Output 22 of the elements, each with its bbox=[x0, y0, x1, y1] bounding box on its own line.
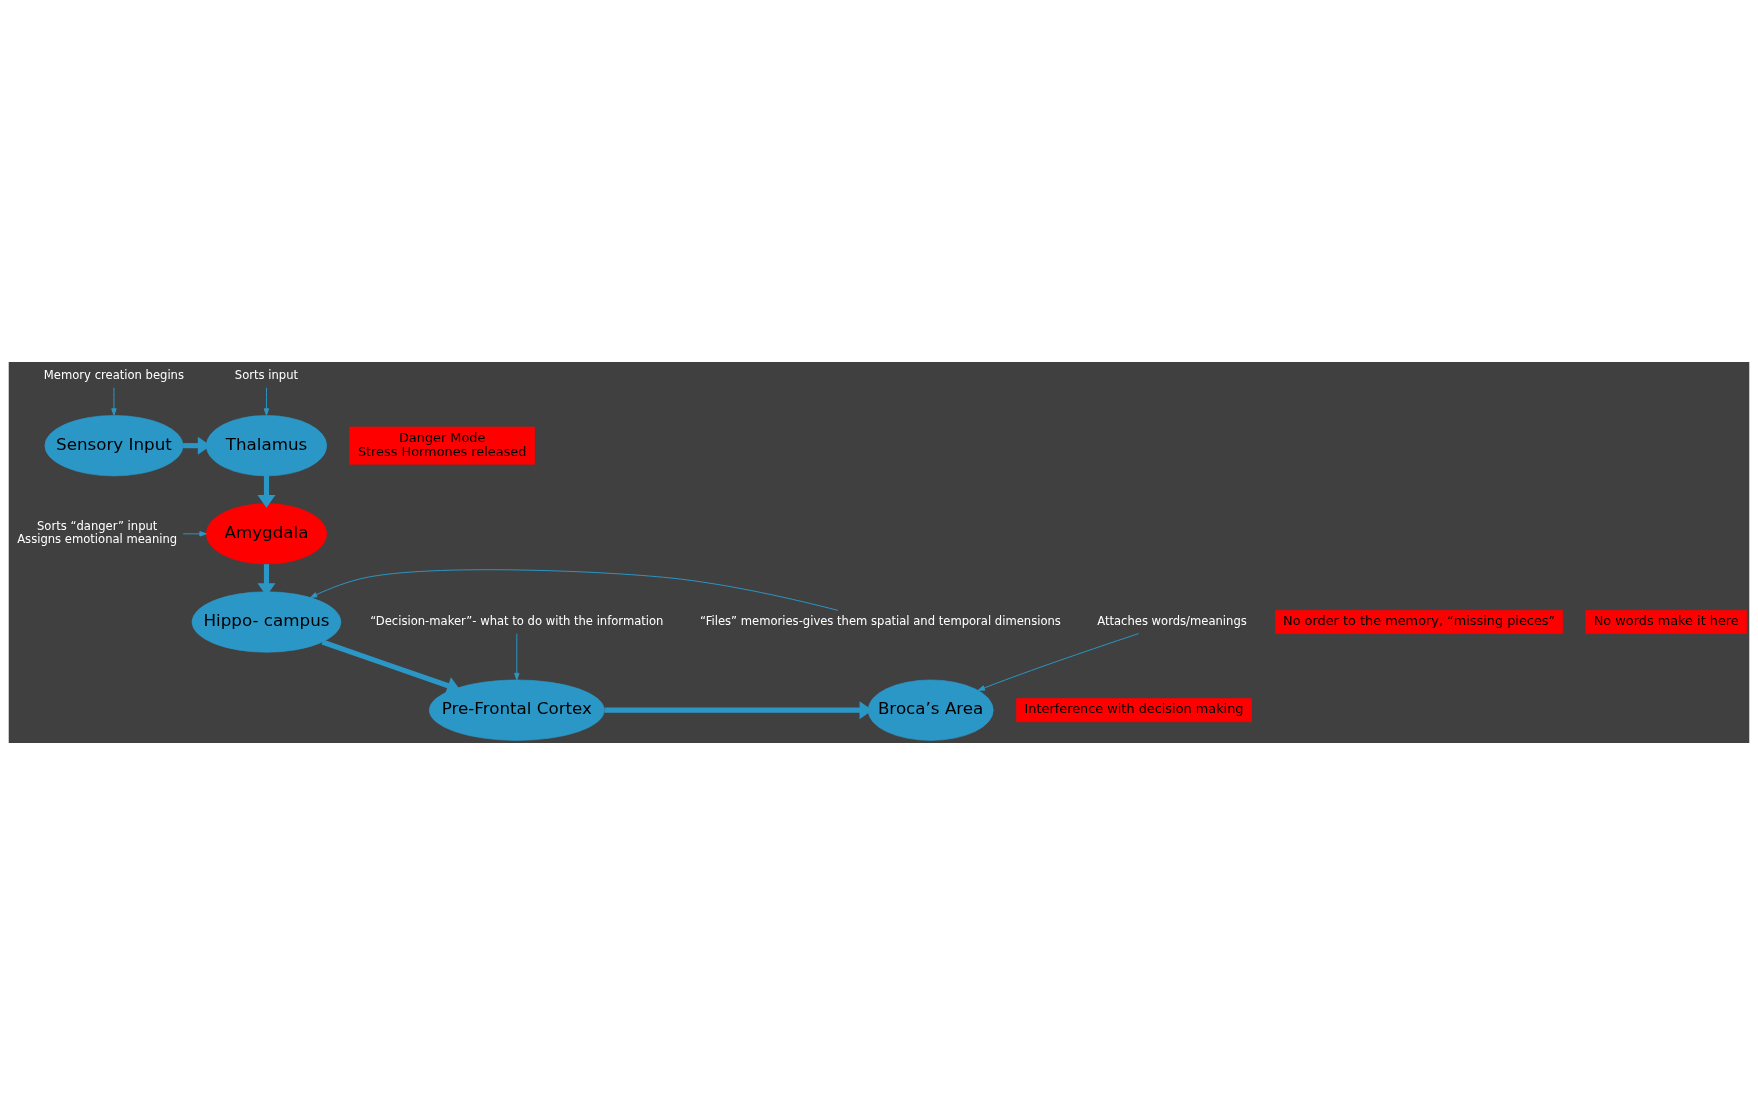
node-text: Sorts input bbox=[234, 367, 299, 382]
arrow bbox=[514, 633, 520, 681]
node-ellipse: Broca’s Area bbox=[867, 679, 994, 741]
node-box: No words make it here bbox=[1585, 610, 1748, 634]
arrow bbox=[257, 475, 276, 508]
arrow bbox=[182, 531, 207, 537]
node-text: Sorts “danger” input Assigns emotional meaning bbox=[17, 519, 178, 547]
arrow bbox=[309, 569, 839, 611]
node-ellipse: Sensory Input bbox=[44, 415, 184, 477]
node-box: Danger Mode Stress Hormones released bbox=[349, 426, 535, 465]
node-ellipse: Thalamus bbox=[206, 415, 327, 477]
node-box: No order to the memory, “missing pieces” bbox=[1275, 610, 1563, 634]
arrow bbox=[321, 639, 461, 695]
arrow bbox=[977, 633, 1140, 691]
arrow bbox=[111, 387, 117, 416]
node-text: Memory creation begins bbox=[43, 367, 185, 382]
node-box: Interference with decision making bbox=[1016, 698, 1252, 723]
node-ellipse: Amygdala bbox=[206, 503, 327, 565]
node-text: “Files” memories-gives them spatial and temporal dimensions bbox=[700, 613, 1061, 628]
node-text: “Decision-maker”- what to do with the information bbox=[370, 613, 664, 628]
arrow bbox=[263, 387, 270, 416]
node-text: Attaches words/meanings bbox=[1097, 613, 1247, 628]
